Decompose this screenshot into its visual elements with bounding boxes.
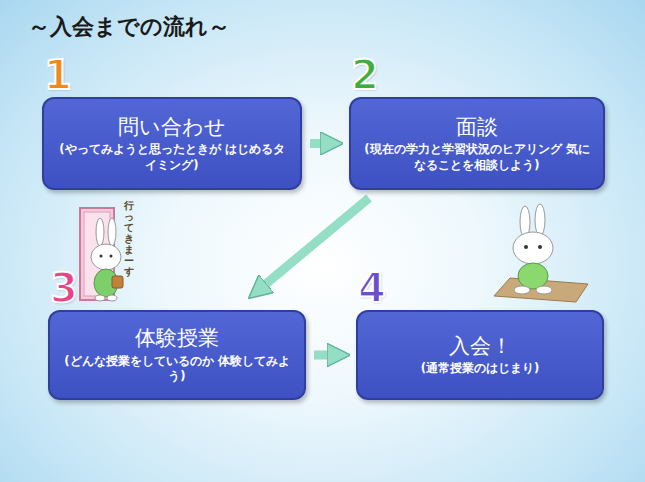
process-box: 4入会！(通常授業のはじまり) [356, 310, 604, 400]
step-number: 2 [351, 55, 379, 95]
process-box: 1問い合わせ(やってみようと思ったときが はじめるタイミング) [42, 97, 302, 190]
step-number: 1 [44, 55, 72, 95]
step-description: (通常授業のはじまり) [421, 361, 540, 377]
step-description: (現在の学力と学習状況のヒアリング 気になることを相談しよう) [363, 142, 591, 173]
step-heading: 入会！ [449, 333, 512, 359]
step-description: (やってみようと思ったときが はじめるタイミング) [56, 142, 288, 173]
rabbit-leaving [91, 218, 123, 301]
flow-arrow [314, 351, 334, 360]
process-box: 2面談(現在の学力と学習状況のヒアリング 気になることを相談しよう) [349, 97, 605, 190]
rabbit-sitting [513, 204, 553, 294]
step-heading: 面談 [456, 114, 498, 140]
step-number: 3 [50, 268, 78, 308]
step-number: 4 [358, 268, 386, 308]
step-heading: 体験授業 [135, 325, 219, 351]
step-description: (どんな授業をしているのか 体験してみよう) [62, 354, 292, 385]
step-heading: 問い合わせ [118, 114, 226, 140]
flow-arrow [261, 198, 369, 288]
speech-text: 行ってきまーす [124, 200, 134, 277]
process-box: 3体験授業(どんな授業をしているのか 体験してみよう) [48, 310, 306, 400]
diagram-title: ～入会までの流れ～ [28, 12, 230, 42]
flow-arrow [310, 139, 327, 148]
